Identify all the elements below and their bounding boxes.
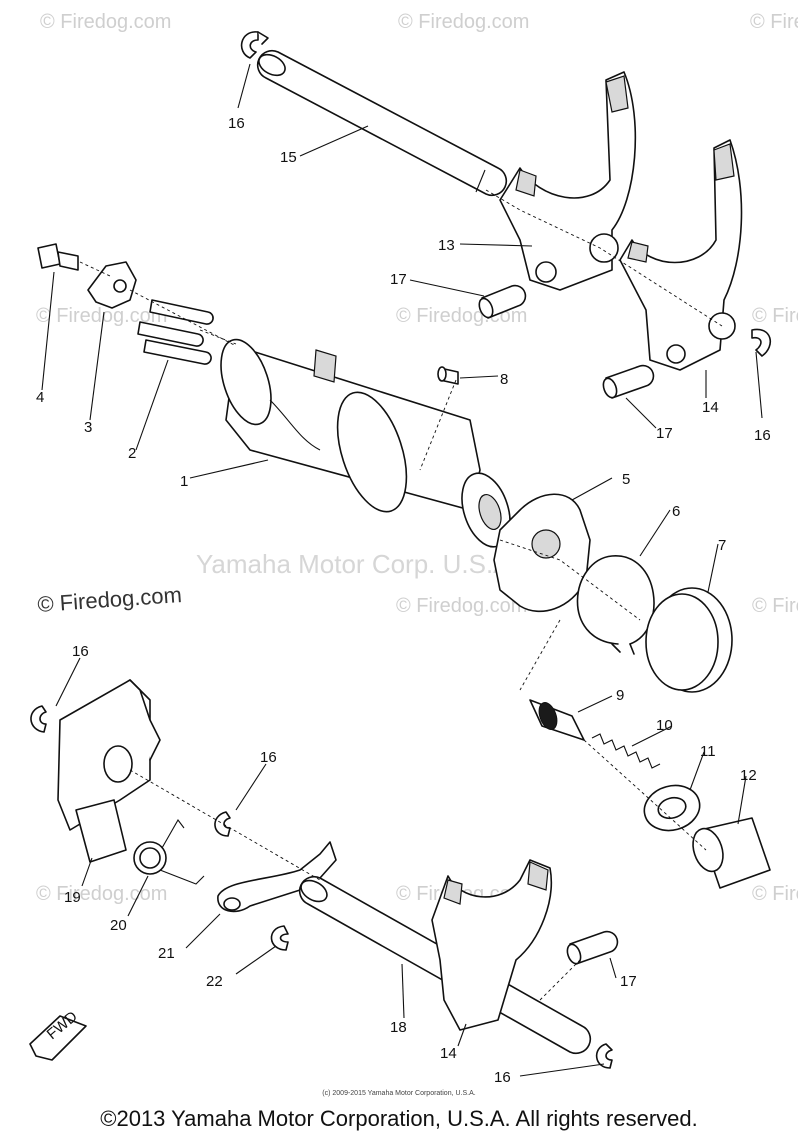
watermark-right-2: © Firedog.com bbox=[752, 595, 798, 617]
label-19: 19 bbox=[64, 889, 81, 906]
part-1-shift-cam bbox=[220, 338, 511, 548]
watermark-low-right: © Firedog.com bbox=[752, 883, 798, 905]
label-15: 15 bbox=[280, 149, 297, 166]
watermark-layer: © Firedog.com © Firedog.com © Firedog.co… bbox=[36, 11, 798, 905]
label-2: 2 bbox=[128, 445, 136, 462]
watermark-top-right: © Firedog.com bbox=[750, 11, 798, 33]
label-7: 7 bbox=[718, 537, 726, 554]
part-19-shift-arm bbox=[57, 679, 161, 863]
assembly-lines bbox=[79, 189, 723, 1001]
part-21-lever-plate bbox=[217, 841, 337, 913]
part-16-clip-middle bbox=[214, 811, 231, 837]
label-21: 21 bbox=[158, 945, 175, 962]
part-16-clip-right bbox=[751, 328, 772, 357]
part-11-washer bbox=[643, 784, 701, 832]
label-16-lower-left: 16 bbox=[72, 643, 89, 660]
part-16-clip-bottom bbox=[595, 1043, 613, 1069]
label-3: 3 bbox=[84, 419, 92, 436]
watermark-firedog-strong: © Firedog.com bbox=[37, 582, 183, 617]
label-5: 5 bbox=[622, 471, 630, 488]
label-16-right: 16 bbox=[754, 427, 771, 444]
label-12: 12 bbox=[740, 767, 757, 784]
label-10: 10 bbox=[656, 717, 673, 734]
part-15-fork-shaft bbox=[256, 49, 508, 197]
part-2-dowel-pins bbox=[137, 299, 214, 365]
part-6-circlip bbox=[576, 555, 655, 655]
part-22-clip bbox=[270, 925, 289, 951]
label-17-lower: 17 bbox=[620, 973, 637, 990]
label-6: 6 bbox=[672, 503, 680, 520]
label-8: 8 bbox=[500, 371, 508, 388]
part-16-clip-lower-left bbox=[30, 705, 47, 733]
part-16-clip-top bbox=[240, 31, 269, 59]
label-16-top: 16 bbox=[228, 115, 245, 132]
label-22: 22 bbox=[206, 973, 223, 990]
label-9: 9 bbox=[616, 687, 624, 704]
label-20: 20 bbox=[110, 917, 127, 934]
small-copyright: (c) 2009-2015 Yamaha Motor Corporation, … bbox=[322, 1090, 476, 1097]
watermark-center-2: © Firedog.com bbox=[396, 595, 527, 617]
part-14-shift-fork-upper bbox=[619, 139, 743, 371]
label-17-top: 17 bbox=[390, 271, 407, 288]
part-9-plunger bbox=[529, 699, 585, 741]
label-18: 18 bbox=[390, 1019, 407, 1036]
part-3-stopper-plate bbox=[87, 261, 137, 309]
part-7-cover bbox=[645, 587, 733, 693]
part-8-pin bbox=[437, 366, 459, 385]
label-17-right: 17 bbox=[656, 425, 673, 442]
watermark-yamaha: Yamaha Motor Corp. U.S.A. bbox=[196, 549, 518, 579]
watermark-mid-left: © Firedog.com bbox=[36, 305, 167, 327]
part-4-screw bbox=[37, 243, 79, 271]
part-number-labels: 16 15 13 17 4 3 2 1 8 5 6 7 9 10 11 12 1… bbox=[36, 115, 771, 1086]
watermark-top-center: © Firedog.com bbox=[398, 11, 529, 33]
label-1: 1 bbox=[180, 473, 188, 490]
part-10-spring bbox=[591, 733, 661, 769]
label-13: 13 bbox=[438, 237, 455, 254]
label-16-bottom: 16 bbox=[494, 1069, 511, 1086]
label-leaders bbox=[41, 63, 763, 1077]
part-20-torsion-spring bbox=[133, 819, 205, 885]
part-14-shift-fork-lower bbox=[431, 859, 552, 1031]
label-14-upper: 14 bbox=[702, 399, 719, 416]
label-4: 4 bbox=[36, 389, 44, 406]
label-11: 11 bbox=[700, 743, 716, 760]
part-17-pins bbox=[478, 284, 655, 965]
footer-copyright: ©2013 Yamaha Motor Corporation, U.S.A. A… bbox=[100, 1106, 698, 1131]
watermark-mid-right: © Firedog.com bbox=[752, 305, 798, 327]
watermark-top-left: © Firedog.com bbox=[40, 11, 171, 33]
fwd-arrow: FWD bbox=[29, 1008, 87, 1061]
part-13-shift-fork bbox=[499, 71, 637, 291]
part-12-bolt bbox=[692, 817, 771, 889]
label-16-middle: 16 bbox=[260, 749, 277, 766]
watermark-low-left: © Firedog.com bbox=[36, 883, 167, 905]
label-14-lower: 14 bbox=[440, 1045, 457, 1062]
